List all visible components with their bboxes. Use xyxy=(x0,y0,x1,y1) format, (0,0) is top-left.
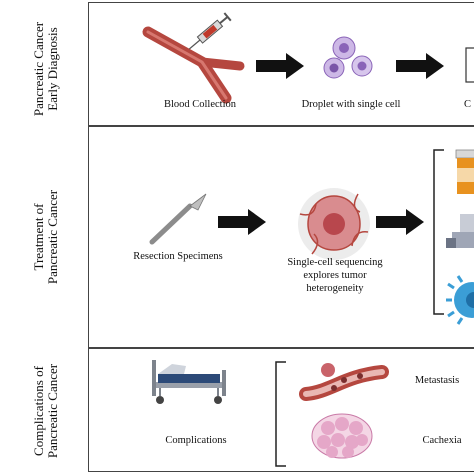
blood-vessel-syringe-icon xyxy=(142,12,245,104)
arrow-4 xyxy=(376,209,424,235)
scalpel-icon xyxy=(149,193,207,245)
panel-complications xyxy=(88,348,474,472)
pill-bottle-icon xyxy=(455,149,474,194)
muscle-tissue-icon xyxy=(311,413,373,459)
arrow-2 xyxy=(396,53,444,79)
caption-single-cell-sequencing: Single-cell sequencing explores tumor he… xyxy=(287,257,383,294)
hospital-bed-icon xyxy=(152,360,226,404)
caption-blood-collection: Blood Collection xyxy=(163,99,237,110)
panel-early-diagnosis xyxy=(88,2,474,126)
caption-resection: Resection Specimens xyxy=(133,251,223,262)
caption-metastasis: Metastasis xyxy=(414,375,460,386)
arrow-1 xyxy=(256,53,304,79)
panel-treatment xyxy=(88,126,474,348)
caption-truncated: C xyxy=(464,99,472,110)
caption-droplet: Droplet with single cell xyxy=(301,99,401,110)
immune-cell-icon xyxy=(446,275,474,325)
lab-equipment-icon xyxy=(446,214,474,248)
tumor-cell-icon xyxy=(298,188,370,260)
caption-complications: Complications xyxy=(165,435,227,446)
bracket-complication-outcomes xyxy=(275,361,286,467)
cells-icon xyxy=(323,36,373,79)
bracket-treatment-outcomes xyxy=(433,149,444,315)
arrow-3 xyxy=(218,209,266,235)
blood-vessel-metastasis-icon xyxy=(299,363,389,401)
partial-box-icon xyxy=(465,47,474,83)
caption-cachexia: Cachexia xyxy=(422,435,462,446)
